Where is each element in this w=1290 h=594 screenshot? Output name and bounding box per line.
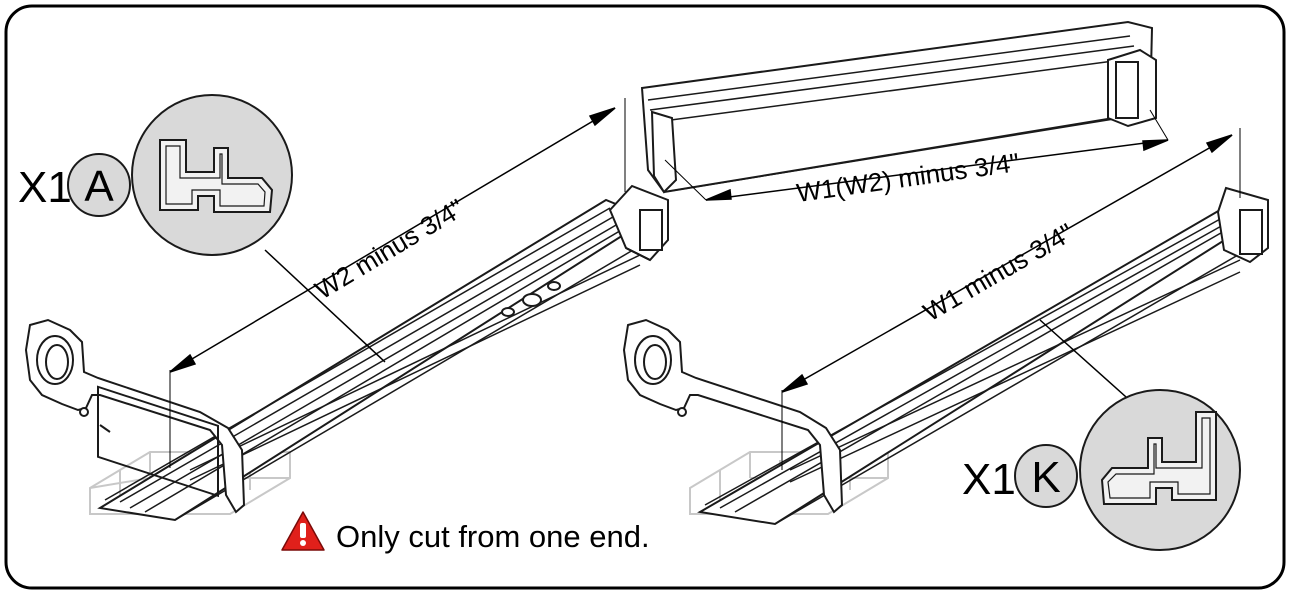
right-quantity: X1: [962, 455, 1016, 504]
left-dimension-line: [169, 98, 626, 468]
profile-k-icon: [1100, 411, 1217, 505]
warning-note: Only cut from one end.: [281, 511, 650, 554]
left-quantity: X1: [18, 163, 72, 212]
warning-triangle-icon: [281, 511, 325, 551]
warning-text: Only cut from one end.: [336, 519, 650, 554]
left-clamp-handle: [24, 318, 246, 514]
panel-frame: [4, 4, 1286, 590]
part-a-badge: [67, 153, 131, 217]
part-a-letter: A: [84, 162, 114, 211]
top-rail: [640, 20, 1157, 194]
part-k-badge: [1014, 444, 1078, 508]
left-callout-leader: [264, 249, 386, 363]
part-k-letter: K: [1031, 453, 1060, 502]
right-dimension-line: [781, 128, 1241, 470]
top-dimension-line: [664, 109, 1169, 201]
right-callout-leader: [1039, 319, 1136, 406]
right-callout: K X1: [962, 389, 1241, 551]
left-assembly: W2 minus 3/4" A X1: [18, 94, 669, 522]
left-rail: [97, 184, 669, 522]
profile-a-icon: [159, 139, 274, 213]
left-callout: A X1: [18, 94, 293, 256]
right-clamp-handle: [622, 318, 844, 514]
